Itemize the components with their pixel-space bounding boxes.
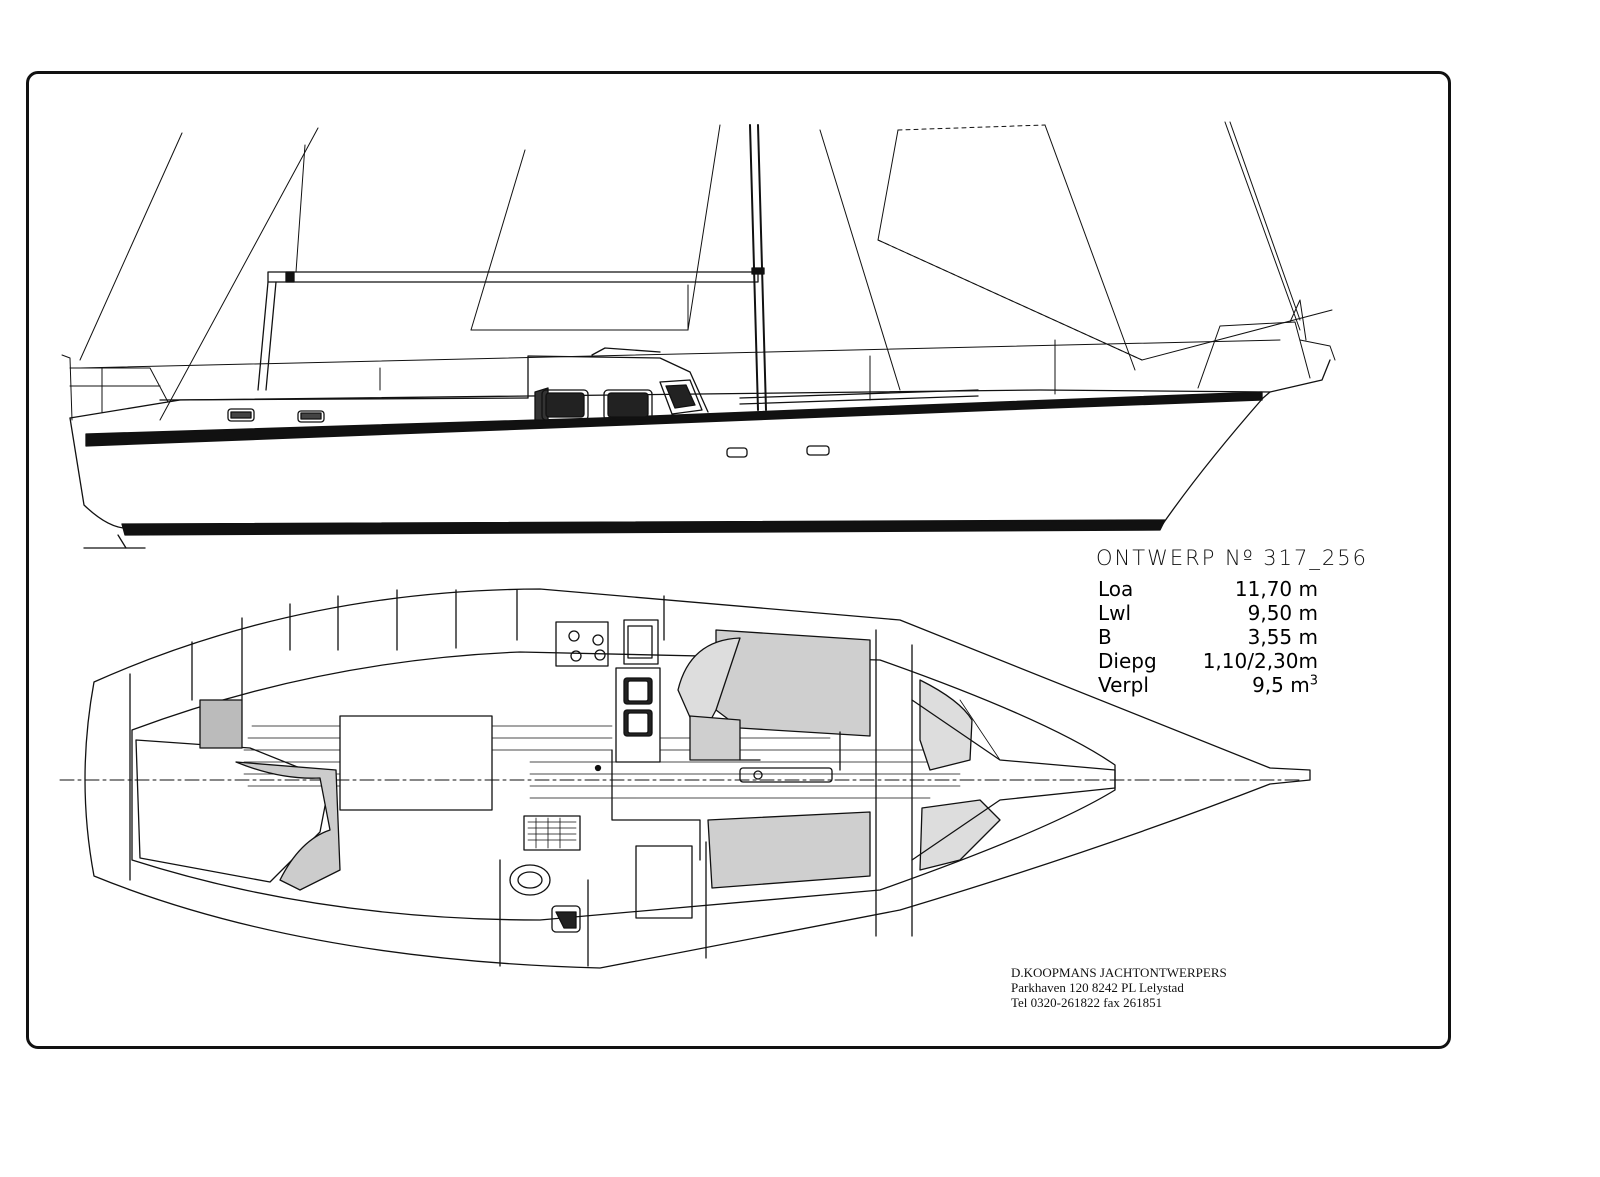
spec-row-loa: Loa 11,70 m bbox=[1098, 577, 1318, 601]
drawing-frame bbox=[26, 71, 1451, 1049]
spec-label: Verpl bbox=[1098, 673, 1149, 697]
spec-label: Loa bbox=[1098, 577, 1134, 601]
spec-value: 3,55 m bbox=[1247, 625, 1318, 649]
firm-name: D.KOOPMANS JACHTONTWERPERS bbox=[1011, 965, 1227, 980]
hull bbox=[69, 359, 1331, 549]
railings bbox=[61, 299, 1336, 421]
accommodation-plan bbox=[59, 588, 1311, 969]
spec-label: B bbox=[1098, 625, 1112, 649]
spec-row-beam: B 3,55 m bbox=[1098, 625, 1318, 649]
design-number: ONTWERP Nº 317_256 bbox=[1096, 546, 1368, 570]
cockpit bbox=[611, 731, 841, 919]
boom bbox=[257, 271, 759, 391]
sails bbox=[470, 124, 1333, 361]
spec-value: 9,50 m bbox=[1247, 601, 1318, 625]
spec-unit-superscript: 3 bbox=[1309, 673, 1318, 689]
spec-value: 9,5 m bbox=[1252, 673, 1310, 697]
bulkheads bbox=[129, 589, 913, 967]
firm-phone: Tel 0320-261822 fax 261851 bbox=[1011, 995, 1163, 1010]
mast bbox=[749, 124, 767, 411]
side-profile bbox=[61, 121, 1336, 549]
deckhouse bbox=[159, 347, 979, 423]
cabin-sole bbox=[243, 725, 961, 799]
spec-row-lwl: Lwl 9,50 m bbox=[1098, 601, 1318, 625]
spec-row-displacement: Verpl 9,5 m3 bbox=[1098, 673, 1318, 697]
galley bbox=[555, 619, 661, 772]
spec-value-wrap: 9,5 m3 bbox=[1252, 673, 1318, 697]
spec-value: 11,70 m bbox=[1234, 577, 1318, 601]
rigging bbox=[79, 121, 1301, 421]
spec-label: Lwl bbox=[1098, 601, 1132, 625]
heads bbox=[509, 815, 581, 933]
plan-hull-outline bbox=[84, 588, 1311, 969]
saloon-table bbox=[339, 715, 493, 811]
berths bbox=[135, 629, 1116, 891]
spec-label: Diepg bbox=[1098, 649, 1157, 673]
firm-address: Parkhaven 120 8242 PL Lelystad bbox=[1011, 980, 1184, 995]
designer-credit: D.KOOPMANS JACHTONTWERPERS Parkhaven 120… bbox=[1011, 965, 1227, 1010]
spec-value: 1,10/2,30m bbox=[1202, 649, 1318, 673]
spec-row-draft: Diepg 1,10/2,30m bbox=[1098, 649, 1318, 673]
